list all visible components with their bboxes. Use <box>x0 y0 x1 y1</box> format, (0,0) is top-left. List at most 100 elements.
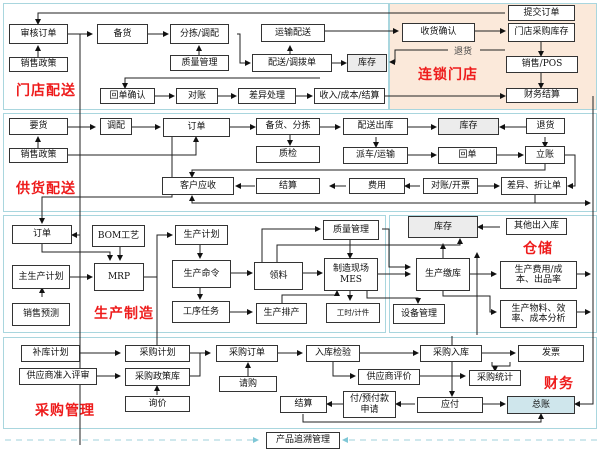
node-payment-request[interactable]: 付/预付款 申请 <box>343 391 396 418</box>
node-quality-production[interactable]: 质量管理 <box>323 220 379 240</box>
node-ship-out[interactable]: 配送出库 <box>343 118 408 135</box>
wire <box>71 197 81 238</box>
node-allocate[interactable]: 调配 <box>100 118 132 135</box>
node-sales-policy-supply[interactable]: 销售政策 <box>9 148 68 163</box>
wire <box>281 290 340 303</box>
wire <box>261 226 321 262</box>
node-purchase-plan[interactable]: 采购计划 <box>125 345 190 362</box>
node-store-purchase-stock[interactable]: 门店采购库存 <box>508 23 575 42</box>
node-inquiry[interactable]: 询价 <box>125 396 190 412</box>
node-equipment[interactable]: 设备管理 <box>393 304 445 324</box>
panel-supply-delivery <box>3 113 597 212</box>
node-income-cost[interactable]: 收入/成本/结算 <box>314 88 385 104</box>
node-receiving-check[interactable]: 入库检验 <box>306 345 360 362</box>
wire <box>492 362 511 372</box>
node-sales-pos[interactable]: 销售/POS <box>506 56 578 73</box>
panel-store-delivery <box>3 3 389 110</box>
node-transport[interactable]: 运输配送 <box>261 24 325 42</box>
node-quality-mgmt[interactable]: 质量管理 <box>170 55 229 71</box>
node-bom[interactable]: BOM工艺 <box>92 225 145 247</box>
wire <box>302 413 544 423</box>
node-mrp[interactable]: MRP <box>94 263 144 291</box>
node-invoice-supply[interactable]: 对账/开票 <box>423 178 478 194</box>
node-production-command[interactable]: 生产命令 <box>172 260 231 288</box>
node-material[interactable]: 领料 <box>254 262 303 290</box>
node-schedule[interactable]: 生产排产 <box>256 303 307 324</box>
wire <box>35 12 295 25</box>
node-inventory-supply[interactable]: 库存 <box>438 118 499 135</box>
node-receipt-confirm[interactable]: 回单确认 <box>100 88 155 104</box>
node-submit-order[interactable]: 提交订单 <box>508 5 575 21</box>
node-mes[interactable]: 制造现场 MES <box>324 258 378 291</box>
node-sort-allocate[interactable]: 分拣/调配 <box>170 24 229 44</box>
node-purchase-order[interactable]: 采购订单 <box>216 345 278 362</box>
node-supplier-eval[interactable]: 供应商评价 <box>358 369 420 385</box>
node-variance[interactable]: 差异处理 <box>238 88 296 104</box>
node-sales-policy[interactable]: 销售政策 <box>9 57 68 72</box>
wire <box>382 238 463 246</box>
node-prod-receipt[interactable]: 生产缴库 <box>416 258 470 291</box>
wire <box>189 164 546 178</box>
node-dispatch-note[interactable]: 配送/调拨单 <box>252 54 332 72</box>
node-order-production[interactable]: 订单 <box>12 225 72 244</box>
node-payable[interactable]: 应付 <box>417 397 483 413</box>
node-receipt[interactable]: 回单 <box>438 147 497 164</box>
wire <box>442 290 497 315</box>
node-other-io[interactable]: 其他出入库 <box>506 218 567 235</box>
wire <box>39 137 173 224</box>
node-discount[interactable]: 差异、折让单 <box>501 177 567 195</box>
node-inventory-store[interactable]: 库存 <box>347 54 387 72</box>
node-account[interactable]: 立账 <box>525 146 565 164</box>
node-expense[interactable]: 费用 <box>349 178 405 194</box>
node-replenish-plan[interactable]: 补库计划 <box>21 345 80 362</box>
node-reconcile[interactable]: 对账 <box>176 88 218 104</box>
node-ledger[interactable]: 总账 <box>507 396 575 414</box>
wire <box>574 220 594 407</box>
node-stock-up[interactable]: 备货 <box>97 24 148 44</box>
node-inventory-warehouse[interactable]: 库存 <box>408 216 478 238</box>
return-label: 退货 <box>452 44 475 57</box>
wire <box>382 228 411 270</box>
node-forecast[interactable]: 销售预测 <box>12 303 70 326</box>
section-label-purchasing: 采购管理 <box>35 403 95 419</box>
wire <box>237 33 251 66</box>
node-production-plan[interactable]: 生产计划 <box>175 225 228 245</box>
node-policy-lib[interactable]: 采购政策库 <box>125 368 190 386</box>
node-material-analysis[interactable]: 生产物料、效 率、成本分析 <box>500 300 577 328</box>
wire <box>366 291 421 304</box>
wire <box>332 362 356 379</box>
node-requisition[interactable]: 请购 <box>219 376 277 392</box>
node-return[interactable]: 退货 <box>526 118 565 134</box>
node-purchase-receipt[interactable]: 采购入库 <box>420 345 482 362</box>
wire <box>41 244 113 261</box>
node-review-order[interactable]: 审核订单 <box>9 24 68 44</box>
section-label-store-delivery: 门店配送 <box>16 83 76 99</box>
node-settle-supply[interactable]: 结算 <box>256 178 320 194</box>
wire <box>189 195 536 204</box>
node-process-task[interactable]: 工序任务 <box>172 301 230 323</box>
node-purchase-stats[interactable]: 采购统计 <box>469 370 521 386</box>
node-order-supply[interactable]: 订单 <box>163 118 230 137</box>
wire <box>144 232 173 278</box>
node-inspection[interactable]: 质检 <box>256 146 320 163</box>
node-mps[interactable]: 主生产计划 <box>12 265 70 289</box>
node-work-hours[interactable]: 工时/计件 <box>326 303 380 323</box>
node-stock-sort[interactable]: 备货、分拣 <box>256 118 320 135</box>
node-cost-yield[interactable]: 生产费用/成 本、出品率 <box>500 261 577 289</box>
product-traceability[interactable]: 产品追溯管理 <box>266 432 340 449</box>
wire <box>276 244 382 262</box>
node-finance-settle[interactable]: 财务结算 <box>506 88 578 103</box>
node-settle-purchase[interactable]: 结算 <box>280 396 327 413</box>
section-label-warehouse: 仓储 <box>523 241 553 257</box>
section-label-finance: 财务 <box>544 376 574 392</box>
wire <box>190 353 201 377</box>
node-dispatch[interactable]: 派车/运输 <box>343 147 408 164</box>
wire <box>68 136 199 156</box>
node-receivable[interactable]: 客户应收 <box>162 177 234 195</box>
node-request-goods[interactable]: 要货 <box>9 118 68 135</box>
node-invoice[interactable]: 发票 <box>518 345 584 362</box>
wire <box>491 362 495 367</box>
node-supplier-review[interactable]: 供应商准入评审 <box>19 368 97 385</box>
node-receive-confirm[interactable]: 收货确认 <box>402 23 475 42</box>
